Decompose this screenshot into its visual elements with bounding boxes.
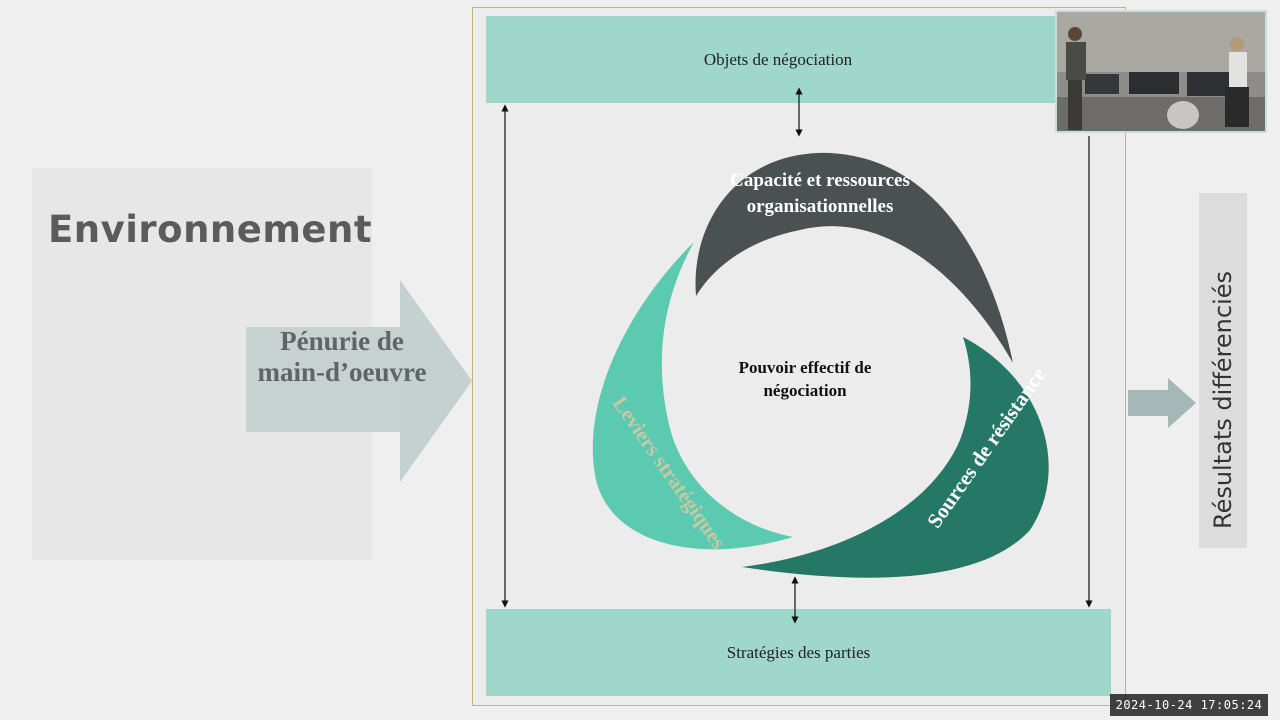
shortage-arrow-body: [246, 327, 406, 432]
center-label: Pouvoir effectif de négociation: [738, 358, 872, 400]
results-panel: [1199, 193, 1247, 548]
segment-levers: [592, 242, 793, 550]
top-bar: Objets de négociation: [486, 16, 1070, 103]
segment-resistance: [742, 337, 1049, 578]
top-bar-label: Objets de négociation: [703, 49, 853, 69]
output-arrow: [1128, 378, 1196, 428]
timestamp-overlay: 2024-10-24 17:05:24: [1110, 694, 1268, 716]
environment-title: Environnement: [48, 208, 373, 251]
results-label: Résultats différenciés: [1209, 270, 1237, 530]
input-arrow-head: [400, 280, 472, 482]
segment-capacity: [695, 152, 1013, 363]
shortage-label: Pénurie de main-d’oeuvre: [257, 326, 427, 388]
webcam-overlay: [1055, 10, 1267, 133]
segment-capacity-label: Capacité et ressources organisationnelle…: [730, 170, 910, 217]
bottom-bar-label: Stratégies des parties: [726, 642, 871, 662]
webcam-feed-image: [1057, 12, 1265, 131]
